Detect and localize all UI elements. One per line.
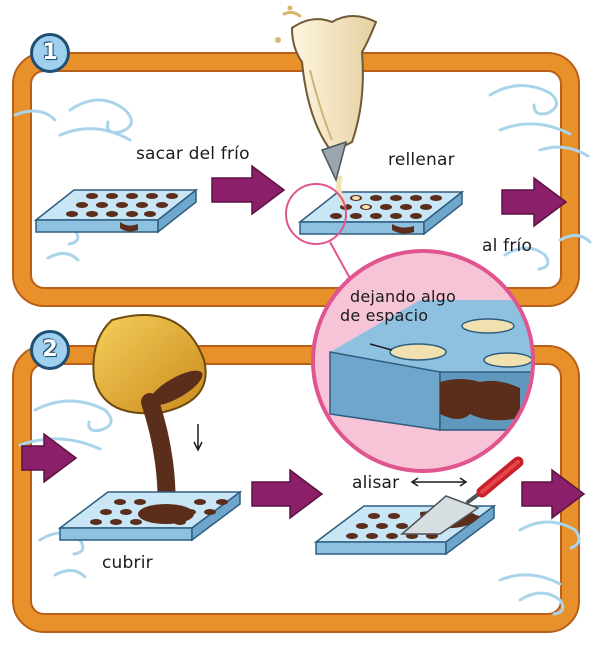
piping-bag-icon	[275, 5, 378, 207]
label-fill: rellenar	[388, 150, 455, 170]
wind-swirl-icon	[13, 98, 133, 262]
label-to-cold: al frío	[482, 236, 533, 256]
smooth-direction-arrow	[410, 477, 468, 487]
arrow-right-icon	[211, 164, 286, 216]
step-1-number-badge: 1	[30, 33, 70, 73]
wind-swirl-icon	[488, 83, 592, 271]
wind-swirl-icon	[498, 520, 581, 616]
label-cover: cubrir	[102, 553, 153, 573]
step-2-number-badge: 2	[30, 330, 70, 370]
step-1-frame	[12, 52, 580, 307]
arrow-right-icon	[251, 468, 324, 520]
spatula-icon	[399, 456, 524, 535]
inset-note-line-1: dejando algo	[350, 287, 457, 306]
inset-note-line-2: de espacio	[340, 306, 429, 325]
arrow-right-icon	[21, 432, 78, 484]
wind-swirl-icon	[18, 399, 113, 579]
arrow-right-icon	[501, 176, 568, 228]
arrow-right-icon	[521, 468, 586, 520]
label-smooth: alisar	[352, 473, 400, 493]
chocolate-mold-empty	[33, 188, 199, 234]
magnifier-icon	[285, 183, 535, 473]
chocolate-mold-filling	[297, 190, 465, 236]
label-take-out-of-cold: sacar del frío	[136, 144, 250, 164]
chocolate-mold-covering	[57, 490, 243, 542]
